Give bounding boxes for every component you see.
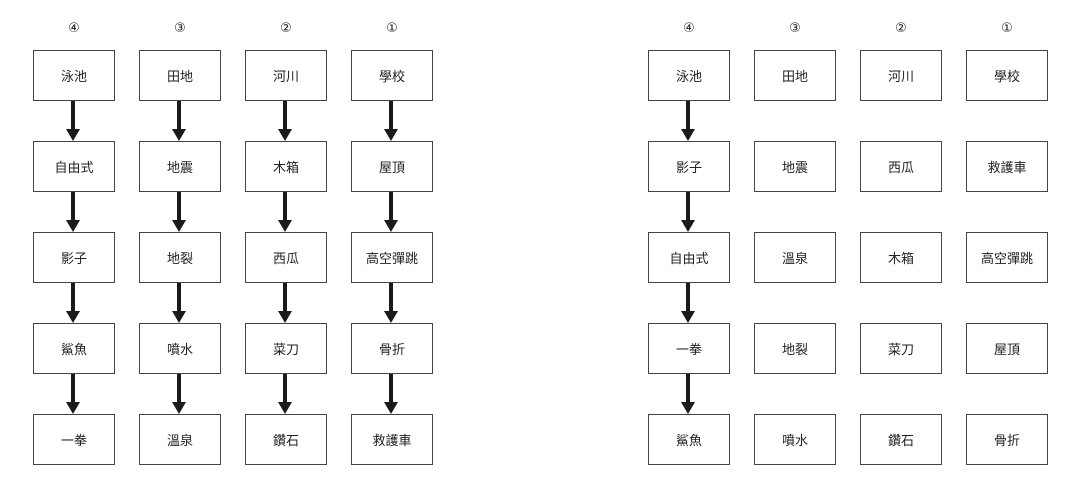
flow-box: 骨折 — [966, 414, 1048, 465]
flow-box: 菜刀 — [245, 323, 327, 374]
down-arrow-icon — [384, 283, 398, 323]
left-column-1: ① 學校 屋頂 高空彈跳 骨折 救護車 — [351, 0, 433, 497]
flow-box: 田地 — [139, 50, 221, 101]
left-column-3: ③ 田地 地震 地裂 噴水 溫泉 — [139, 0, 221, 497]
flow-box: 木箱 — [860, 232, 942, 283]
column-number: ③ — [789, 21, 801, 36]
flow-box: 影子 — [33, 232, 115, 283]
right-column-2: ② 河川 西瓜 木箱 菜刀 鑽石 — [860, 0, 942, 497]
flow-box: 溫泉 — [754, 232, 836, 283]
down-arrow-icon — [681, 283, 695, 323]
down-arrow-icon — [384, 192, 398, 232]
left-panel: ④ 泳池 自由式 影子 鯊魚 一拳 ③ 田地 地震 地裂 噴水 溫泉 ② 河川 … — [33, 0, 453, 497]
down-arrow-icon — [681, 374, 695, 414]
down-arrow-icon — [172, 283, 186, 323]
down-arrow-icon — [172, 374, 186, 414]
flow-box: 田地 — [754, 50, 836, 101]
flow-box: 屋頂 — [351, 141, 433, 192]
flow-box: 西瓜 — [860, 141, 942, 192]
left-column-2: ② 河川 木箱 西瓜 菜刀 鑽石 — [245, 0, 327, 497]
flow-box: 鑽石 — [245, 414, 327, 465]
down-arrow-icon — [66, 192, 80, 232]
flow-box: 地裂 — [754, 323, 836, 374]
flow-box: 泳池 — [33, 50, 115, 101]
down-arrow-icon — [681, 101, 695, 141]
down-arrow-icon — [172, 101, 186, 141]
down-arrow-icon — [278, 192, 292, 232]
column-number: ① — [1001, 21, 1013, 36]
flow-box: 地震 — [754, 141, 836, 192]
down-arrow-icon — [66, 374, 80, 414]
flow-box: 西瓜 — [245, 232, 327, 283]
flow-box: 屋頂 — [966, 323, 1048, 374]
right-column-4: ④ 泳池 影子 自由式 一拳 鯊魚 — [648, 0, 730, 497]
flow-box: 河川 — [860, 50, 942, 101]
column-number: ③ — [174, 21, 186, 36]
right-column-3: ③ 田地 地震 溫泉 地裂 噴水 — [754, 0, 836, 497]
flow-box: 地震 — [139, 141, 221, 192]
right-column-1: ① 學校 救護車 高空彈跳 屋頂 骨折 — [966, 0, 1048, 497]
flow-box: 學校 — [351, 50, 433, 101]
column-number: ④ — [68, 21, 80, 36]
flow-box: 高空彈跳 — [966, 232, 1048, 283]
down-arrow-icon — [384, 101, 398, 141]
flow-box: 河川 — [245, 50, 327, 101]
flow-box: 救護車 — [966, 141, 1048, 192]
flow-box: 泳池 — [648, 50, 730, 101]
flow-box: 自由式 — [33, 141, 115, 192]
right-panel: ④ 泳池 影子 自由式 一拳 鯊魚 ③ 田地 地震 溫泉 地裂 噴水 ② 河川 … — [648, 0, 1068, 497]
down-arrow-icon — [681, 192, 695, 232]
flow-box: 噴水 — [754, 414, 836, 465]
flow-box: 鯊魚 — [648, 414, 730, 465]
flow-box: 木箱 — [245, 141, 327, 192]
flow-box: 一拳 — [648, 323, 730, 374]
flow-box: 溫泉 — [139, 414, 221, 465]
column-number: ② — [895, 21, 907, 36]
down-arrow-icon — [384, 374, 398, 414]
flow-box: 學校 — [966, 50, 1048, 101]
down-arrow-icon — [66, 283, 80, 323]
down-arrow-icon — [66, 101, 80, 141]
flow-box: 一拳 — [33, 414, 115, 465]
column-number: ② — [280, 21, 292, 36]
flow-box: 影子 — [648, 141, 730, 192]
flow-box: 救護車 — [351, 414, 433, 465]
flow-box: 鯊魚 — [33, 323, 115, 374]
flow-box: 地裂 — [139, 232, 221, 283]
flow-box: 高空彈跳 — [351, 232, 433, 283]
down-arrow-icon — [172, 192, 186, 232]
down-arrow-icon — [278, 101, 292, 141]
flow-box: 噴水 — [139, 323, 221, 374]
flow-box: 鑽石 — [860, 414, 942, 465]
column-number: ④ — [683, 21, 695, 36]
flow-box: 自由式 — [648, 232, 730, 283]
down-arrow-icon — [278, 374, 292, 414]
left-column-4: ④ 泳池 自由式 影子 鯊魚 一拳 — [33, 0, 115, 497]
flow-box: 菜刀 — [860, 323, 942, 374]
down-arrow-icon — [278, 283, 292, 323]
flow-box: 骨折 — [351, 323, 433, 374]
column-number: ① — [386, 21, 398, 36]
